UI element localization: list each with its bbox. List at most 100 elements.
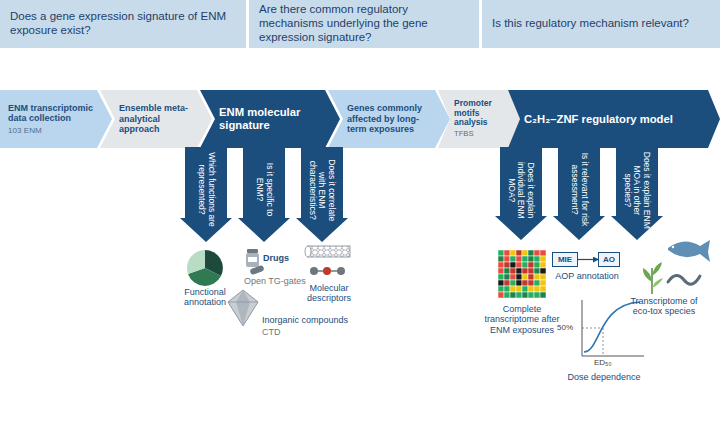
heatmap-cell [510,292,516,298]
heatmap-cell [504,280,510,286]
heatmap-cell [498,262,504,268]
heatmap-cell [522,274,528,280]
step-note: 103 ENM [8,126,95,135]
chevron-text-group: Genes commonly affected by long-term exp… [328,90,450,148]
arrow-question-text: Is it relevant for risk assessment? [569,151,588,229]
heatmap-cell [534,274,540,280]
question-arrow: Does it correlate with ENM characteristi… [296,147,348,242]
step-title: Genes commonly affected by long-term exp… [347,103,433,134]
nanotube-icon [305,246,350,275]
chevron-fill [508,90,720,148]
down-arrow-fill [553,147,605,240]
heatmap-cell [498,280,504,286]
heatmap-cell [504,268,510,274]
arrow-question-text: Does it explain individual ENM MOA? [507,151,536,229]
aop-box: MIE [552,252,578,267]
step-title: Promoter motifs analysis [454,99,506,128]
heatmap-cell [540,286,546,292]
process-chevron: Promoter motifs analysisTFBS [438,90,520,148]
heatmap-cell [540,262,546,268]
chevron-fill [100,90,212,148]
question-text: Does a gene expression signature of ENM … [10,10,236,38]
heatmap-cell [516,286,522,292]
aop-box: AO [598,252,620,267]
heatmap-cell [540,280,546,286]
heatmap-cell [522,292,528,298]
heatmap-cell [510,286,516,292]
heatmap-cell [498,268,504,274]
heatmap-cell [516,256,522,262]
heatmap-cell [516,262,522,268]
process-chevron: ENM transcriptomic data collection103 EN… [0,90,112,148]
step-title: ENM molecular signature [219,106,323,132]
step-title: Ensemble meta-analytical approach [119,103,195,134]
chevron-fill [438,90,520,148]
question-text-group: Is this regulatory mechanism relevant? [492,17,689,31]
heatmap-cell [540,256,546,262]
heatmap-cell [522,262,528,268]
heatmap-cell [522,256,528,262]
question-arrow: Does it explain ENM MOA in other species… [611,147,663,240]
label-text: Complete transcriptome after ENM exposur… [482,304,562,335]
label-text: Drugs [263,253,289,263]
heatmap-cell [540,292,546,298]
step-note: TFBS [454,130,506,139]
heatmap-cell [510,262,516,268]
heatmap-cell [534,268,540,274]
chevron-fill [328,90,450,148]
heatmap-cell [528,292,534,298]
heatmap-cell [504,286,510,292]
heatmap-cell [498,274,504,280]
heatmap-cell [534,286,540,292]
step-title: C₂H₂–ZNF regulatory model [524,113,706,126]
heatmap-cell [498,250,504,256]
heatmap-cell [504,256,510,262]
aop-text: MIE [558,255,572,264]
question-box: Is this regulatory mechanism relevant? [482,0,720,48]
heatmap-cell [528,262,534,268]
aop-arrow [578,259,598,260]
label-text: Inorganic compounds [262,315,348,325]
label-text: Transcriptome of eco-tox species [628,296,700,317]
heatmap-cell [534,280,540,286]
heatmap-cell [528,280,534,286]
species-icons [643,240,710,294]
heatmap-cell [540,274,546,280]
question-arrow: Is it relevant for risk assessment? [553,147,605,240]
down-arrow-fill [495,147,547,240]
question-text-group: Are there common regulatory mechanisms u… [259,3,469,44]
process-chevron: Genes commonly affected by long-term exp… [328,90,450,148]
down-arrow-fill [238,147,290,242]
heatmap-cell [516,268,522,274]
question-box: Are there common regulatory mechanisms u… [249,0,479,48]
aop-text: AO [603,255,615,264]
chevron-fill [0,90,112,148]
heatmap-cell [510,250,516,256]
chevron-fill [200,90,340,148]
label-text: CTD [262,327,281,337]
heatmap-cell [498,256,504,262]
heatmap-cell [534,262,540,268]
chevron-text-group: C₂H₂–ZNF regulatory model [508,90,720,148]
label-text: 50% [557,323,573,332]
heatmap-cell [528,274,534,280]
down-arrow-fill [180,147,232,242]
heatmap-cell [528,256,534,262]
down-arrow-fill [296,147,348,242]
question-text-group: Does a gene expression signature of ENM … [10,10,236,38]
chevron-text-group: Ensemble meta-analytical approach [100,90,212,148]
question-arrow: Which functions are represented? [180,147,232,242]
label-text: Open TG-gates [244,276,306,286]
heatmap-cell [516,250,522,256]
label-text: Functional annotation [166,287,244,308]
heatmap-cell [528,268,534,274]
heatmap-cell [540,268,546,274]
drug-icon [246,249,265,275]
chevron-text-group: ENM transcriptomic data collection103 EN… [0,90,112,148]
heatmap-cell [522,268,528,274]
heatmap-cell [534,256,540,262]
heatmap-cell [498,292,504,298]
